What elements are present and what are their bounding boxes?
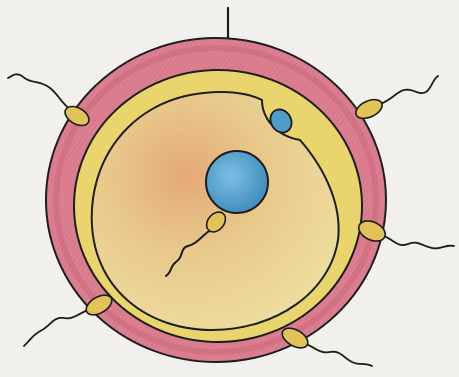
- egg-nucleus: [206, 151, 268, 213]
